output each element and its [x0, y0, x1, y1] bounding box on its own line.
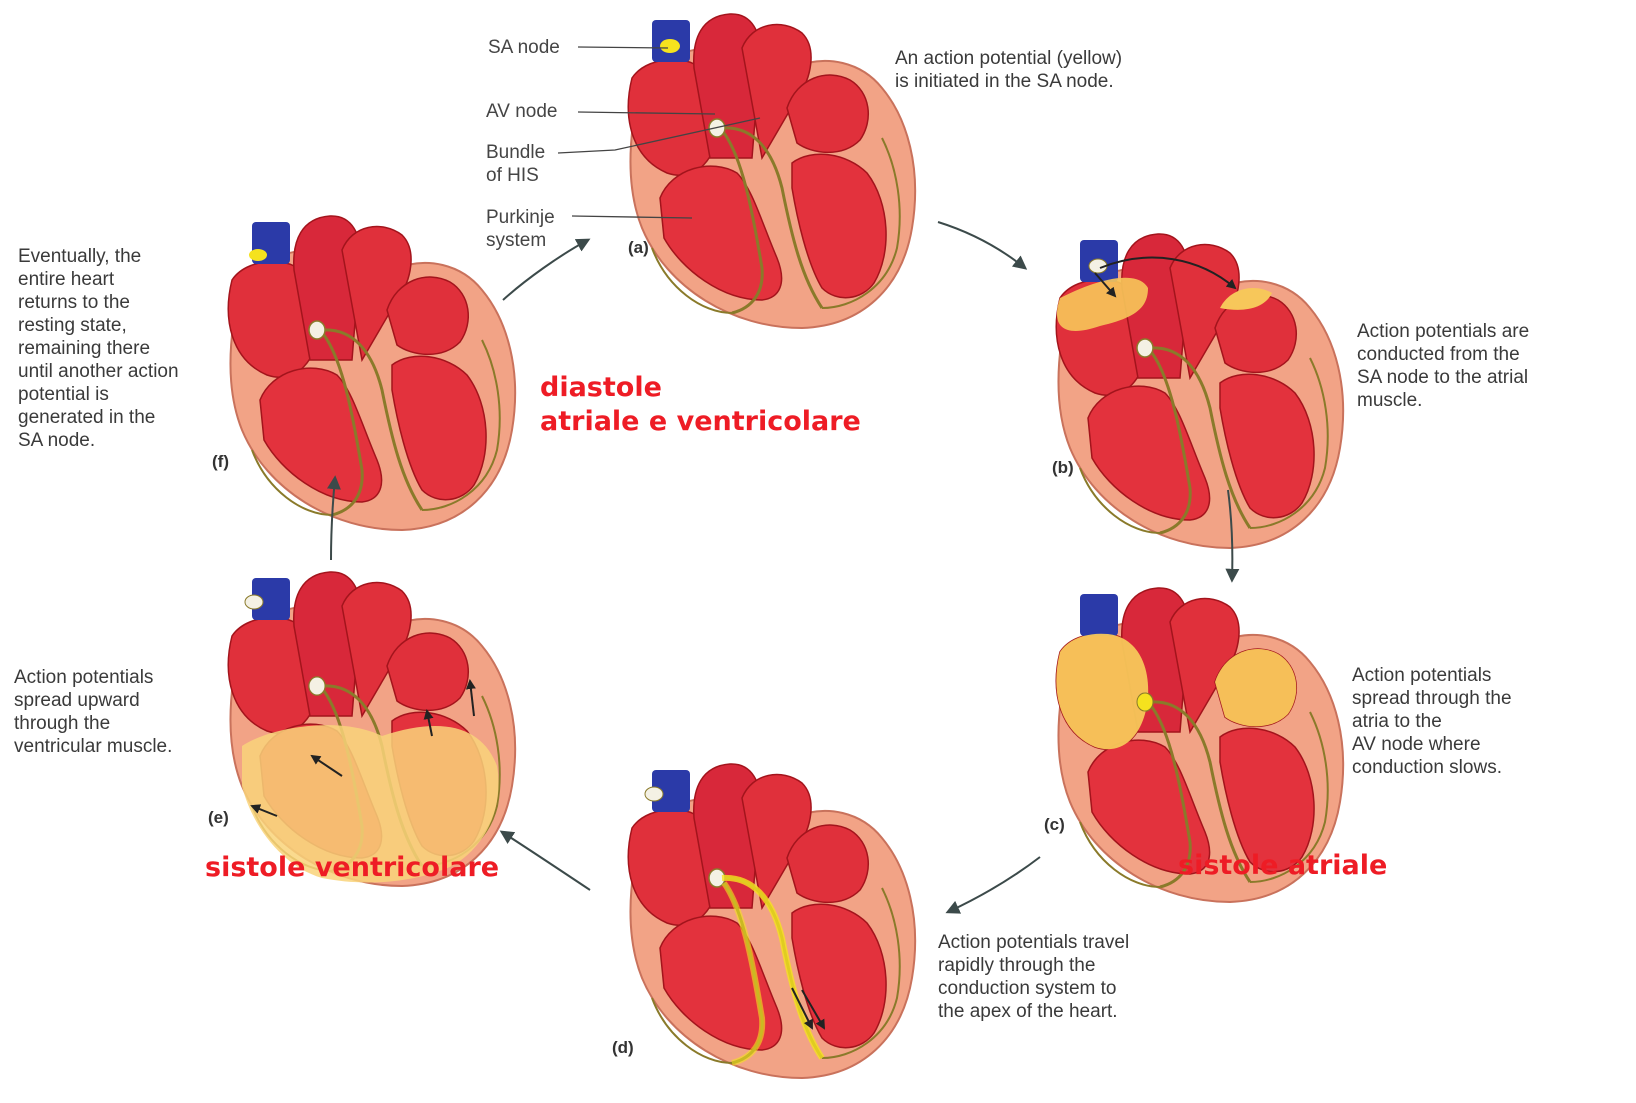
sa-node-yellow	[660, 39, 680, 53]
caption-f-line: remaining there	[18, 337, 179, 360]
caption-a-line: An action potential (yellow)	[895, 47, 1122, 70]
caption-e-line: ventricular muscle.	[14, 735, 172, 758]
caption-e-line: Action potentials	[14, 666, 172, 689]
caption-b-line: Action potentials are	[1357, 320, 1529, 343]
caption-f-line: entire heart	[18, 268, 179, 291]
caption-c-line: conduction slows.	[1352, 756, 1512, 779]
caption-c-line: atria to the	[1352, 710, 1512, 733]
arrow-a-to-b	[938, 222, 1025, 268]
caption-d-line: Action potentials travel	[938, 931, 1129, 954]
caption-f: Eventually, the entire heart returns to …	[18, 245, 179, 452]
caption-c-line: spread through the	[1352, 687, 1512, 710]
phase-diastole-line1: diastole	[540, 371, 662, 405]
caption-b-line: conducted from the	[1357, 343, 1529, 366]
caption-d-line: conduction system to	[938, 977, 1129, 1000]
panel-id-e: (e)	[208, 808, 229, 828]
caption-c-line: Action potentials	[1352, 664, 1512, 687]
label-bundle-line2: of HIS	[486, 164, 539, 187]
panel-id-f: (f)	[212, 452, 229, 472]
panel-id-b: (b)	[1052, 458, 1074, 478]
caption-b: Action potentials are conducted from the…	[1357, 320, 1529, 412]
caption-f-line: generated in the	[18, 406, 179, 429]
caption-a: An action potential (yellow) is initiate…	[895, 47, 1122, 93]
caption-c: Action potentials spread through the atr…	[1352, 664, 1512, 779]
caption-d-line: the apex of the heart.	[938, 1000, 1129, 1023]
heart-d	[628, 764, 915, 1078]
arrow-c-to-d	[948, 857, 1040, 912]
phase-diastole-line2: atriale e ventricolare	[540, 405, 861, 439]
label-sa-node: SA node	[488, 36, 560, 59]
caption-d: Action potentials travel rapidly through…	[938, 931, 1129, 1023]
caption-d-line: rapidly through the	[938, 954, 1129, 977]
panel-id-a: (a)	[628, 238, 649, 258]
caption-e-line: through the	[14, 712, 172, 735]
label-av-node: AV node	[486, 100, 557, 123]
panel-id-c: (c)	[1044, 815, 1065, 835]
panel-id-d: (d)	[612, 1038, 634, 1058]
heart-a	[628, 14, 915, 328]
caption-b-line: SA node to the atrial	[1357, 366, 1529, 389]
caption-f-line: Eventually, the	[18, 245, 179, 268]
caption-f-line: until another action	[18, 360, 179, 383]
phase-atrial-systole: sistole atriale	[1178, 849, 1387, 883]
heart-b	[1056, 234, 1343, 548]
caption-c-line: AV node where	[1352, 733, 1512, 756]
caption-f-line: returns to the	[18, 291, 179, 314]
caption-a-line: is initiated in the SA node.	[895, 70, 1122, 93]
arrow-d-to-e	[502, 832, 590, 890]
label-purkinje-line1: Purkinje	[486, 206, 555, 229]
caption-b-line: muscle.	[1357, 389, 1529, 412]
heart-f	[228, 216, 515, 530]
label-purkinje-line2: system	[486, 229, 546, 252]
heart-e	[228, 572, 515, 886]
caption-e-line: spread upward	[14, 689, 172, 712]
caption-f-line: resting state,	[18, 314, 179, 337]
caption-e: Action potentials spread upward through …	[14, 666, 172, 758]
label-bundle-line1: Bundle	[486, 141, 545, 164]
caption-f-line: SA node.	[18, 429, 179, 452]
phase-ventricular-systole: sistole ventricolare	[205, 851, 499, 885]
caption-f-line: potential is	[18, 383, 179, 406]
